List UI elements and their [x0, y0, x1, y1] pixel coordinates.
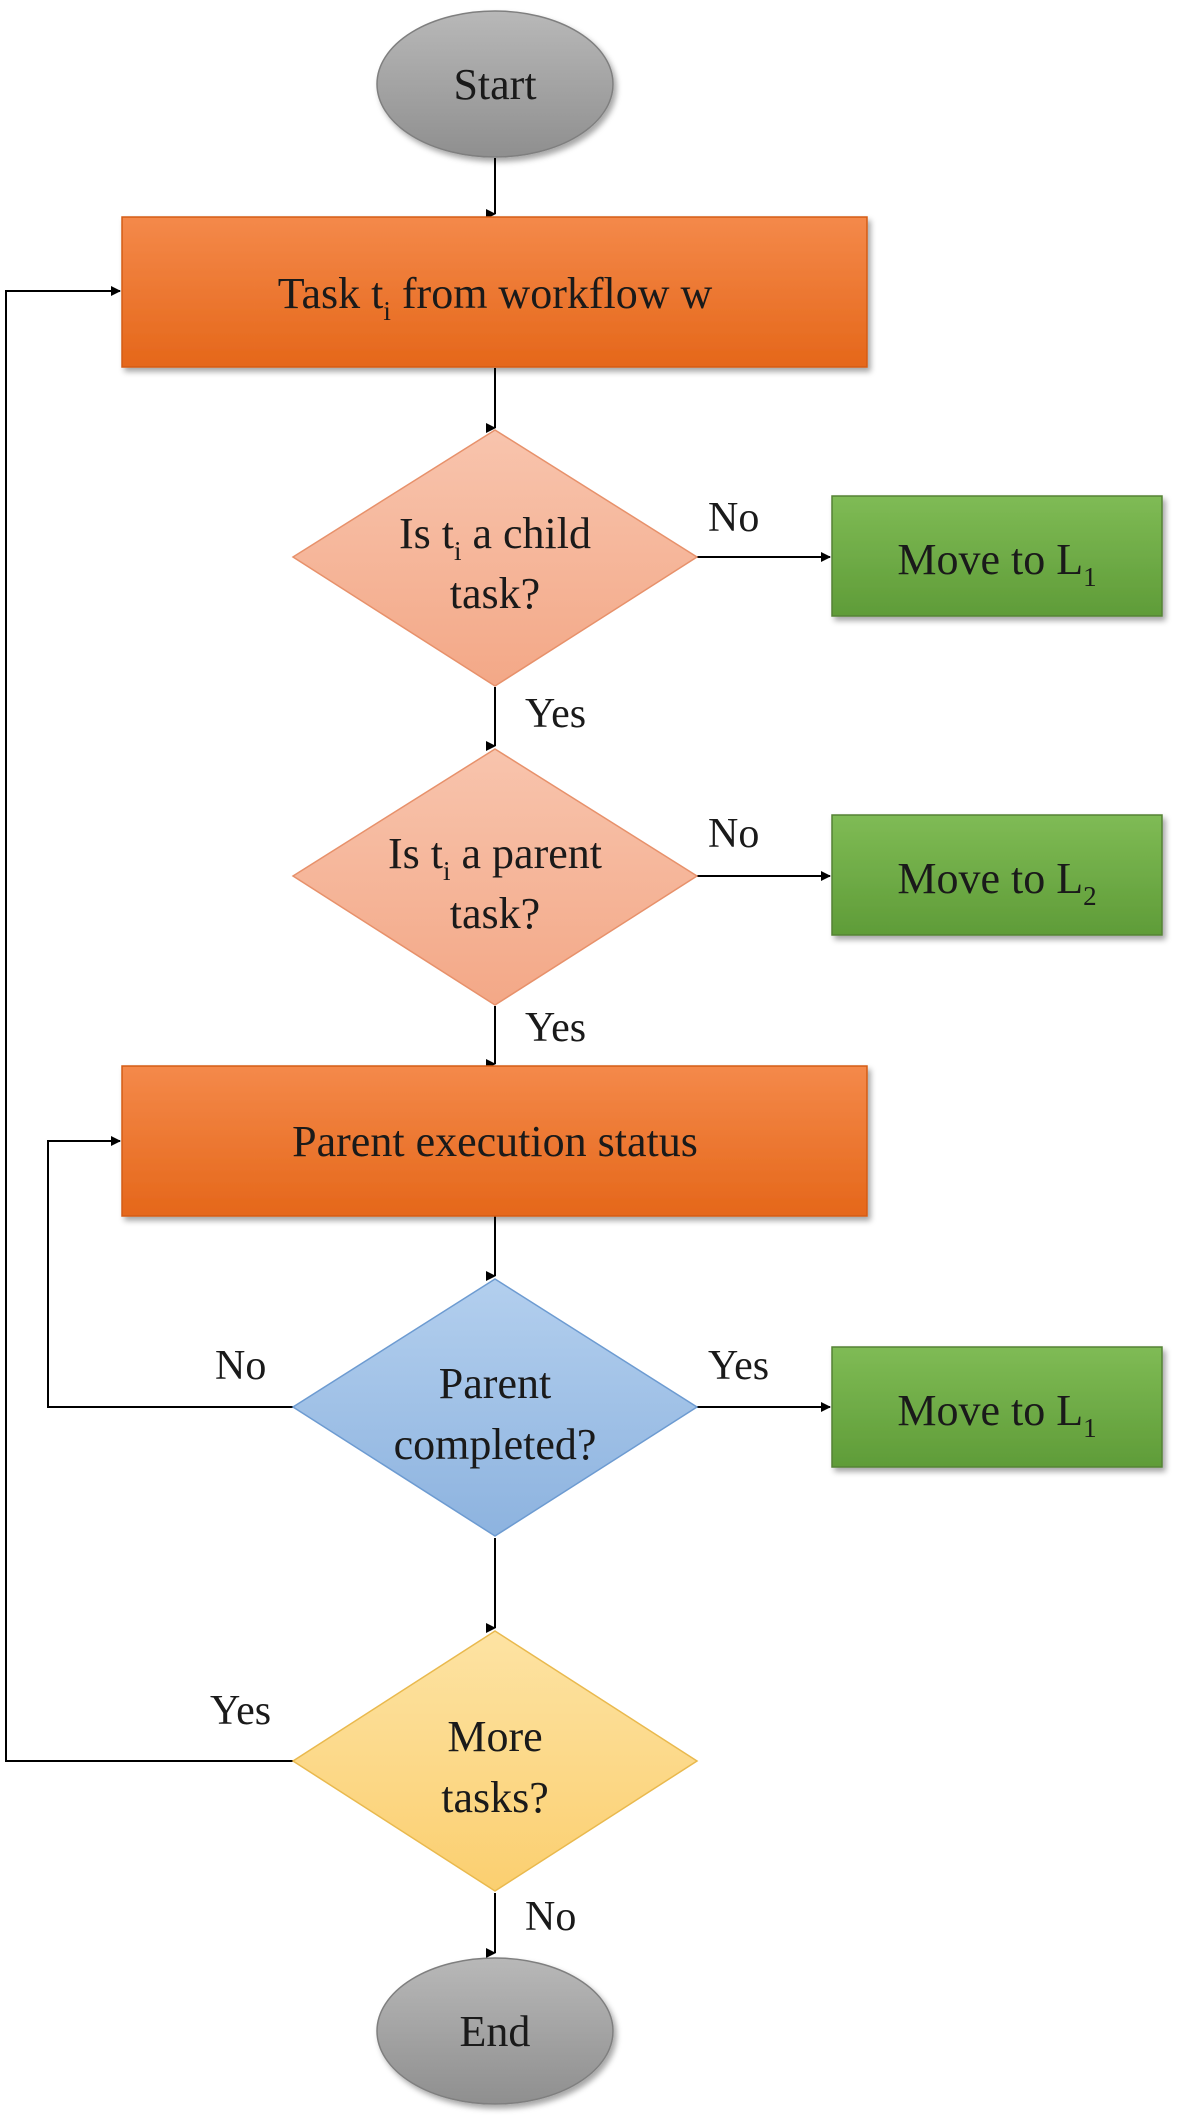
parent-status-label: Parent execution status [292, 1117, 698, 1166]
label-more-no: No [525, 1894, 576, 1940]
task-label: Task ti from workflow w [278, 269, 713, 326]
end-label: End [460, 2007, 531, 2056]
move-l1-b-label: Move to L1 [897, 1386, 1096, 1443]
child-decision-line2: task? [450, 569, 540, 618]
parent-decision-diamond [291, 748, 699, 1006]
child-decision-diamond [291, 429, 699, 687]
label-more-yes: Yes [210, 1688, 271, 1734]
parent-decision-line2: task? [450, 889, 540, 938]
end-ellipse [376, 1957, 614, 2105]
move-l2-node: Move to L2 [831, 814, 1163, 936]
move-l1-a-label: Move to L1 [897, 535, 1096, 592]
label-parent-no: No [708, 811, 759, 857]
parent-status-box [121, 1065, 868, 1217]
task-node: Task ti from workflow w [121, 216, 868, 368]
label-parent-yes: Yes [525, 1005, 586, 1051]
more-decision-line2: tasks? [441, 1773, 549, 1822]
start-ellipse [376, 10, 614, 158]
move-l2-label: Move to L2 [897, 854, 1096, 911]
edge-more-yes [5, 286, 293, 1762]
completed-decision-diamond [291, 1278, 699, 1537]
move-l1-a-box [831, 495, 1163, 617]
label-completed-no: No [215, 1343, 266, 1389]
more-decision-node: More tasks? [291, 1630, 699, 1892]
move-l1-a-node: Move to L1 [831, 495, 1163, 617]
move-l1-b-node: Move to L1 [831, 1346, 1163, 1468]
label-completed-yes: Yes [708, 1343, 769, 1389]
move-l1-b-box [831, 1346, 1163, 1468]
parent-decision-line1: Is ti a parent [388, 829, 602, 886]
connectors [5, 158, 831, 1958]
completed-decision-line2: completed? [394, 1420, 597, 1469]
move-l2-box [831, 814, 1163, 936]
label-child-yes: Yes [525, 691, 586, 737]
edge-completed-no [47, 1136, 293, 1408]
start-label: Start [453, 60, 536, 109]
more-decision-diamond [291, 1630, 699, 1892]
child-decision-line1: Is ti a child [399, 509, 591, 566]
completed-decision-node: Parent completed? [291, 1278, 699, 1537]
completed-decision-line1: Parent [439, 1359, 551, 1408]
edge-labels: No Yes No Yes No Yes Yes No [210, 495, 769, 1940]
end-node: End [376, 1957, 614, 2105]
task-box [121, 216, 868, 368]
more-decision-line1: More [447, 1712, 542, 1761]
start-node: Start [376, 10, 614, 158]
child-decision-node: Is ti a child task? [291, 429, 699, 687]
label-child-no: No [708, 495, 759, 541]
parent-decision-node: Is ti a parent task? [291, 748, 699, 1006]
parent-status-node: Parent execution status [121, 1065, 868, 1217]
